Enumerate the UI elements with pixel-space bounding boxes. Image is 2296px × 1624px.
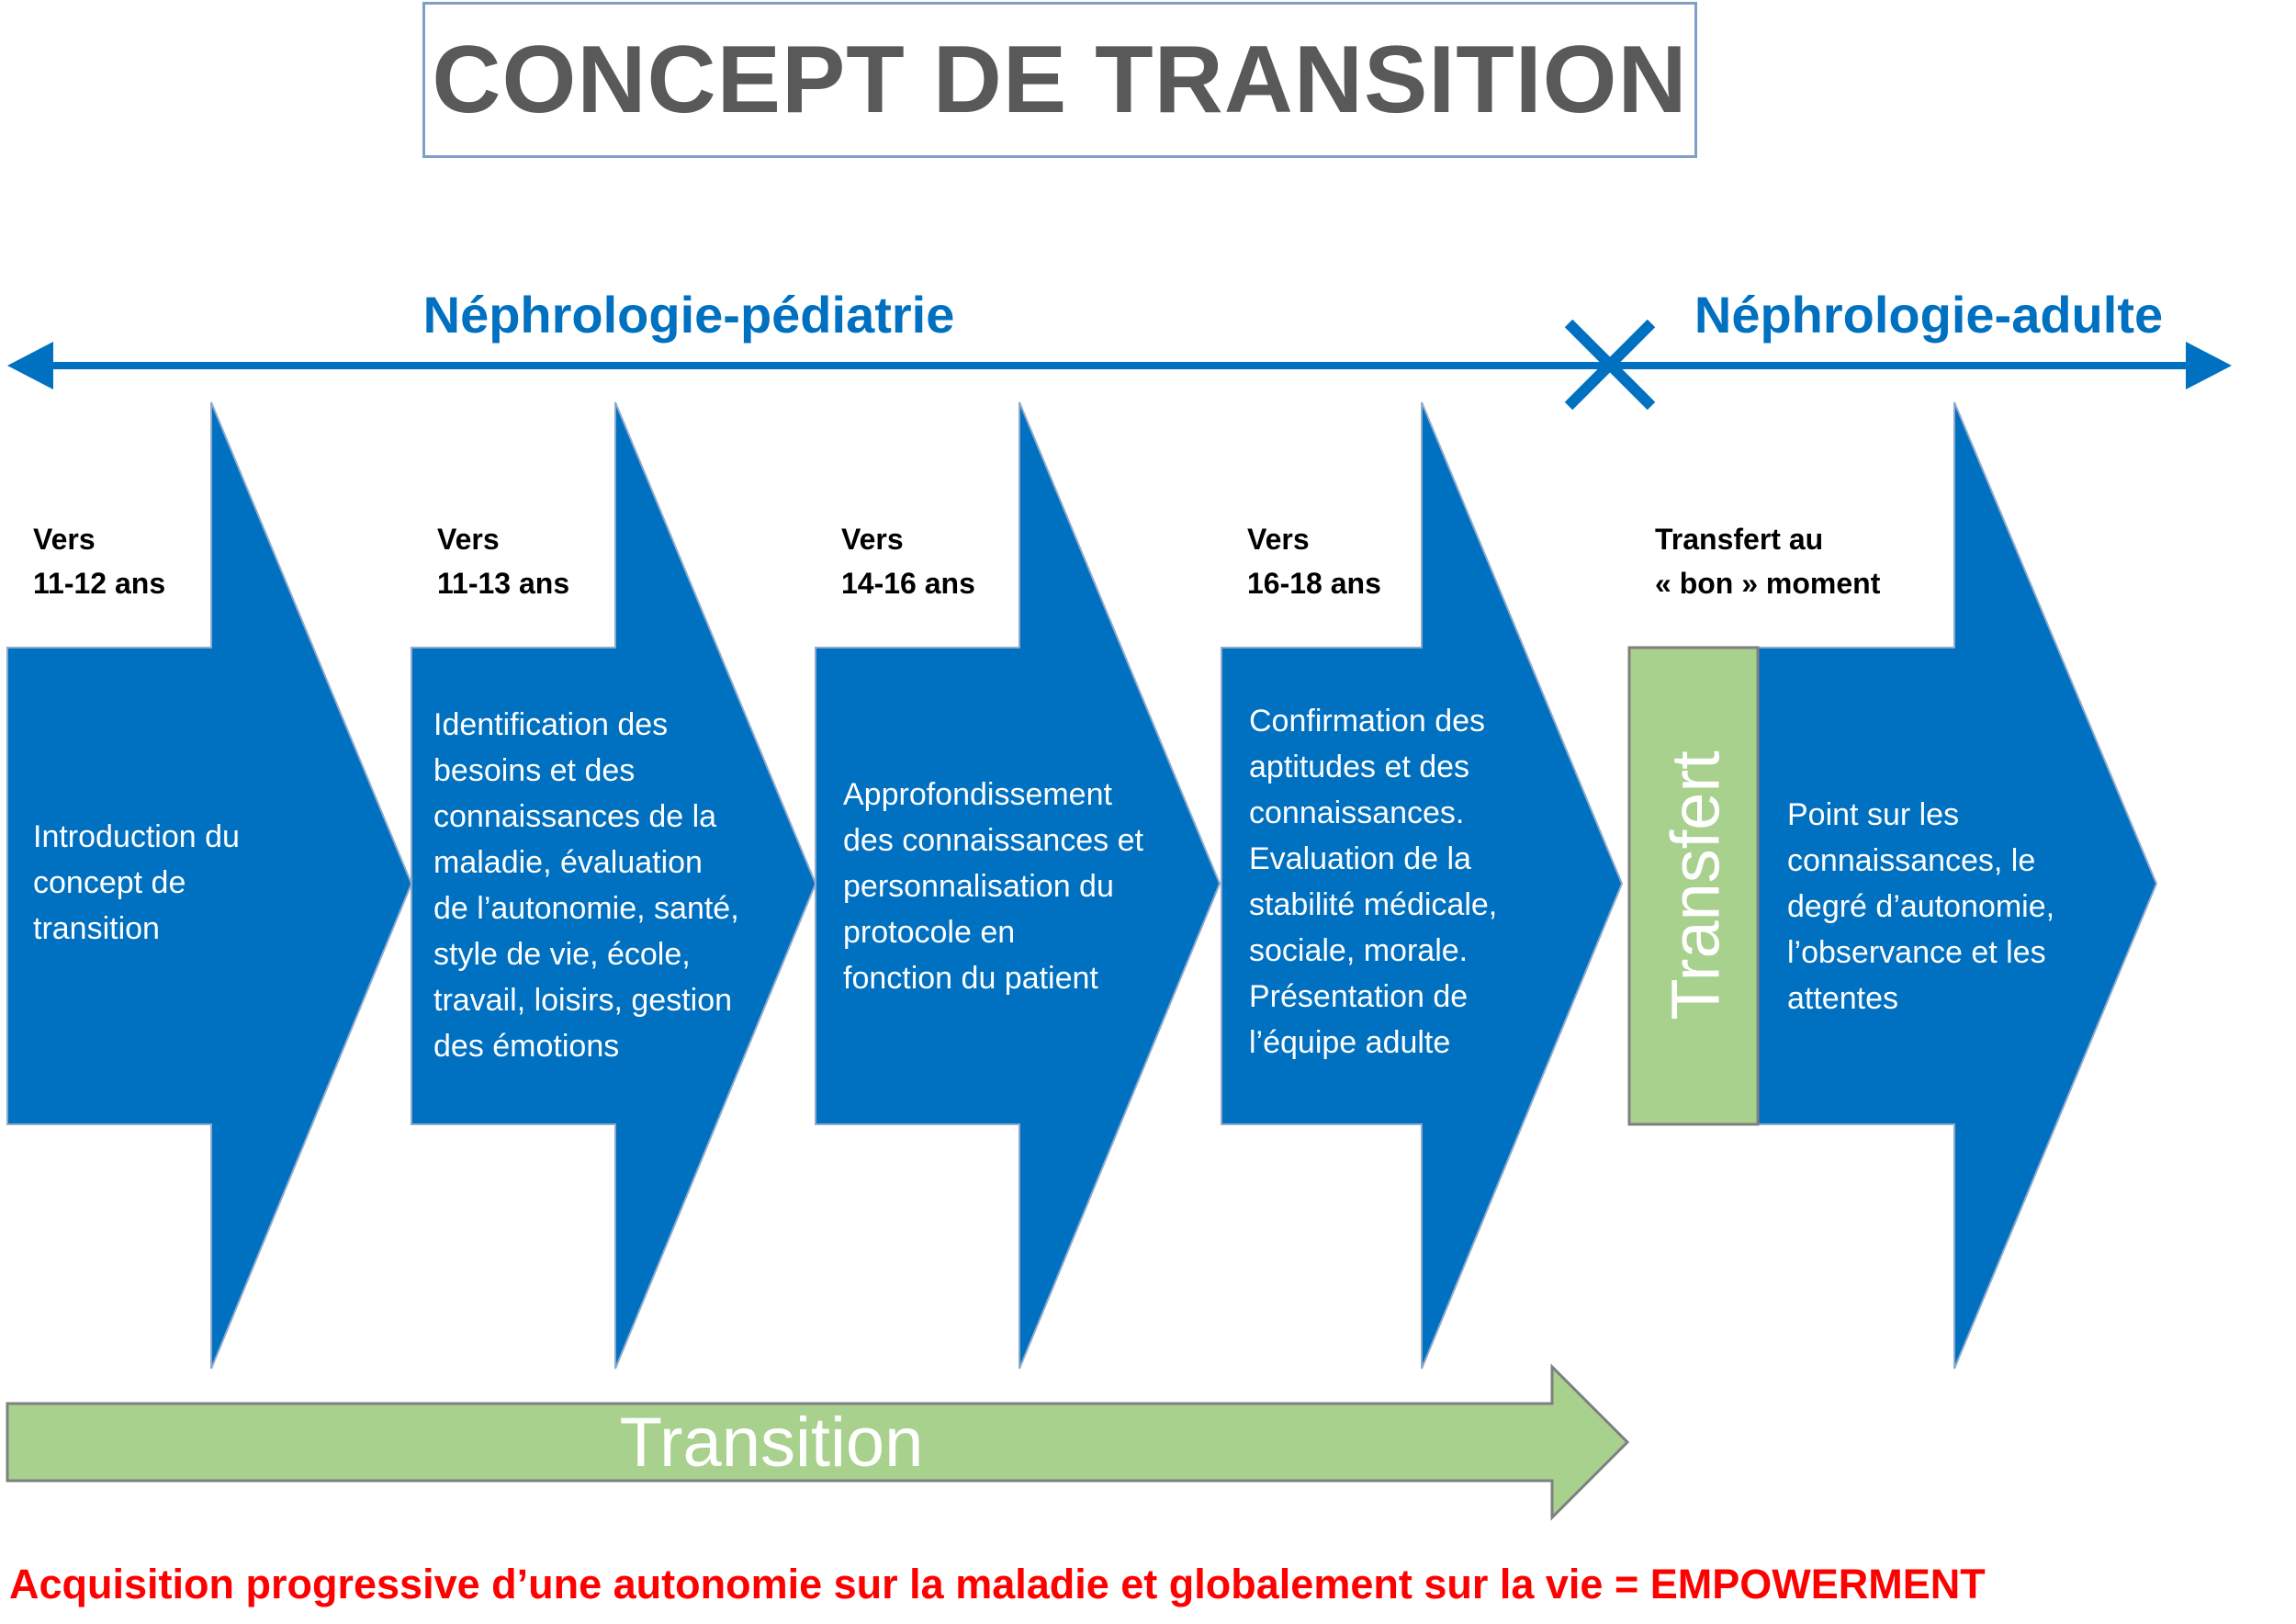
stage-age-label: 14-16 ans [841,567,975,600]
transition-label: Transition [620,1404,924,1482]
page-title: CONCEPT DE TRANSITION [432,26,1688,133]
stage-age-label: 11-12 ans [33,567,165,600]
stage-description: fonction du patient [843,961,1098,996]
stage-age-label: 16-18 ans [1247,567,1381,600]
stage-description: maladie, évaluation [433,845,703,880]
stage-description: concept de [33,865,186,900]
stage-description: degré d’autonomie, [1787,889,2054,924]
stage-description: connaissances, le [1787,843,2035,878]
stage-description: connaissances. [1249,795,1464,830]
stage-description: besoins et des [433,753,635,788]
stage-description: l’observance et les [1787,935,2046,970]
stage-description: personnalisation du [843,869,1114,904]
stage-description: attentes [1787,981,1898,1016]
stage-description: aptitudes et des [1249,750,1469,784]
stage-age-label: Vers [841,523,904,556]
stage-description: Introduction du [33,819,240,854]
stage-age-label: Vers [1247,523,1310,556]
stage-age-label: Vers [437,523,500,556]
footer-empowerment-text: Acquisition progressive d’une autonomie … [9,1561,1986,1607]
stage-description: sociale, morale. [1249,933,1468,968]
timeline-right-label: Néphrologie-adulte [1694,286,2163,344]
stage-age-label: « bon » moment [1655,567,1881,600]
stage-age-label: 11-13 ans [437,567,569,600]
timeline-left-label: Néphrologie-pédiatrie [423,286,955,344]
timeline-right-arrowhead [2186,342,2232,389]
stage-chevron [1221,401,1624,1370]
transition-arrow [6,1363,1630,1521]
stage-chevron [411,401,817,1370]
stage-description: travail, loisirs, gestion [433,983,732,1018]
stage-description: style de vie, école, [433,937,691,972]
stage-description: Présentation de [1249,979,1468,1014]
transfer-label: Transfert [1658,750,1734,1021]
stage-description: Evaluation de la [1249,841,1471,876]
stage-age-label: Vers [33,523,96,556]
stage-age-label: Transfert au [1655,523,1823,556]
stage-chevron [815,401,1221,1370]
stage-description: des émotions [433,1029,619,1064]
timeline-cross-marker [1564,319,1656,411]
title-box: CONCEPT DE TRANSITION [422,2,1697,158]
stage-description: Identification des [433,707,668,742]
stage-description: connaissances de la [433,799,716,834]
transfer-box [1627,646,1760,1126]
stage-chevron [6,401,413,1370]
stage-description: Point sur les [1787,797,1959,832]
stage-description: des connaissances et [843,823,1144,858]
timeline-left-arrowhead [7,342,53,389]
stage-chevron [1755,401,2158,1370]
stage-description: Confirmation des [1249,704,1485,739]
stage-description: l’équipe adulte [1249,1025,1450,1060]
stage-description: protocole en [843,915,1015,950]
stage-description: stabilité médicale, [1249,887,1497,922]
stage-description: transition [33,911,160,946]
stage-description: de l’autonomie, santé, [433,891,739,926]
stage-description: Approfondissement [843,777,1113,812]
